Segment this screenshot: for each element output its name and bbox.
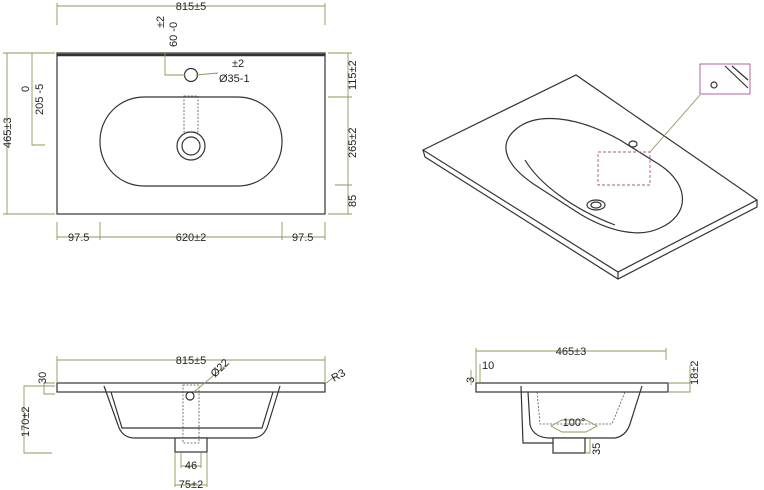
iso-tap-hole [628,140,638,148]
front-dim-drain-inner: 46 [185,460,197,472]
side-basin [527,385,643,439]
basin-outline [99,96,283,187]
dim-drain-tol: 0 [20,86,32,92]
side-dim-depth: 465±3 [556,346,587,358]
top-view: 815±5 ±2 60 -0 ±2 Ø35-1 465±3 0 205 -5 1… [2,1,359,244]
overflow-hole [185,391,195,401]
drain-inner [181,136,201,156]
side-drain [552,437,586,454]
side-slab [475,382,669,393]
detail-callout [699,63,751,95]
countertop-outline [56,52,326,215]
dim-tap-tol: ±2 [155,16,167,28]
detail-marker [597,151,651,186]
front-dim-width: 815±5 [176,355,207,367]
drain-outer [176,131,206,161]
front-view: 815±5 30 170±2 Ø22 R3 46 75±2 [20,355,348,490]
dim-tap-dia: Ø35-1 [219,73,250,85]
side-view: 465±3 10 3 18±2 100° 35 [465,346,701,455]
isometric-view [421,63,759,280]
front-dim-drain-outer: 75±2 [179,479,203,490]
tap-hole [183,67,199,83]
dim-right-bottom: 85 [347,195,359,207]
dim-tap-dia-tol: ±2 [232,58,244,70]
dim-bottom-left: 97.5 [68,232,89,244]
side-dim-drain-height: 35 [591,443,603,455]
dim-bottom-mid: 620±2 [176,232,207,244]
front-dim-radius: R3 [330,367,348,384]
front-basin [103,385,281,439]
side-dim-edge: 3 [465,377,477,383]
dim-right-top: 115±2 [347,60,359,90]
side-dim-thickness: 18±2 [689,361,701,385]
front-drain [174,437,208,453]
overflow-channel [183,95,199,133]
front-dim-height: 170±2 [20,406,32,437]
side-dim-angle: 100° [563,417,586,429]
front-dim-slab: 30 [37,372,49,384]
iso-drain [586,199,606,211]
side-dim-lip: 10 [482,360,494,372]
iso-top-surface [421,74,759,273]
dim-right-mid: 265±2 [347,127,359,158]
dimension-lines [3,3,352,240]
iso-basin-rim [505,117,684,234]
dim-bottom-right: 97.5 [292,232,313,244]
dim-drain-offset: 205 -5 [34,84,46,115]
dim-depth: 465±3 [2,117,14,148]
front-slab [56,382,326,393]
dim-tap-offset: 60 -0 [168,22,180,47]
dim-width: 815±5 [176,1,207,13]
